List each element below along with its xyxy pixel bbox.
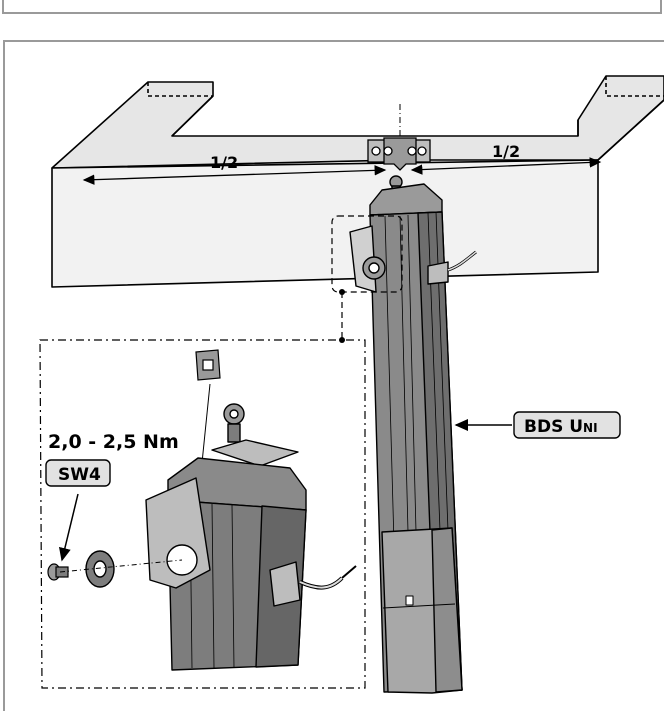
svg-text:BDS UNI: BDS UNI <box>524 417 598 437</box>
detail-inset-frame <box>39 339 366 689</box>
washer <box>85 550 115 588</box>
dimension-left-label: 1/2 <box>210 153 238 172</box>
assembly-axis <box>59 559 183 573</box>
product-badge-main: BDS U <box>524 417 583 437</box>
detail-dot-top <box>339 289 345 295</box>
mounting-bracket <box>367 137 431 171</box>
dimension-lines <box>82 157 602 185</box>
product-badge-suffix: NI <box>583 421 598 435</box>
tool-badge: SW4 <box>45 459 111 487</box>
product-badge: BDS UNI <box>513 411 621 439</box>
previous-figure-frame <box>2 0 662 14</box>
figure-frame <box>3 40 664 711</box>
torque-spec: 2,0 - 2,5 Nm <box>48 431 179 453</box>
square-nut <box>195 349 221 381</box>
tool-pointer-arrow <box>58 493 79 562</box>
tool-badge-label: SW4 <box>58 465 101 485</box>
detail-actuator <box>145 403 357 671</box>
actuator <box>349 175 477 694</box>
dimension-right-label: 1/2 <box>492 142 520 161</box>
